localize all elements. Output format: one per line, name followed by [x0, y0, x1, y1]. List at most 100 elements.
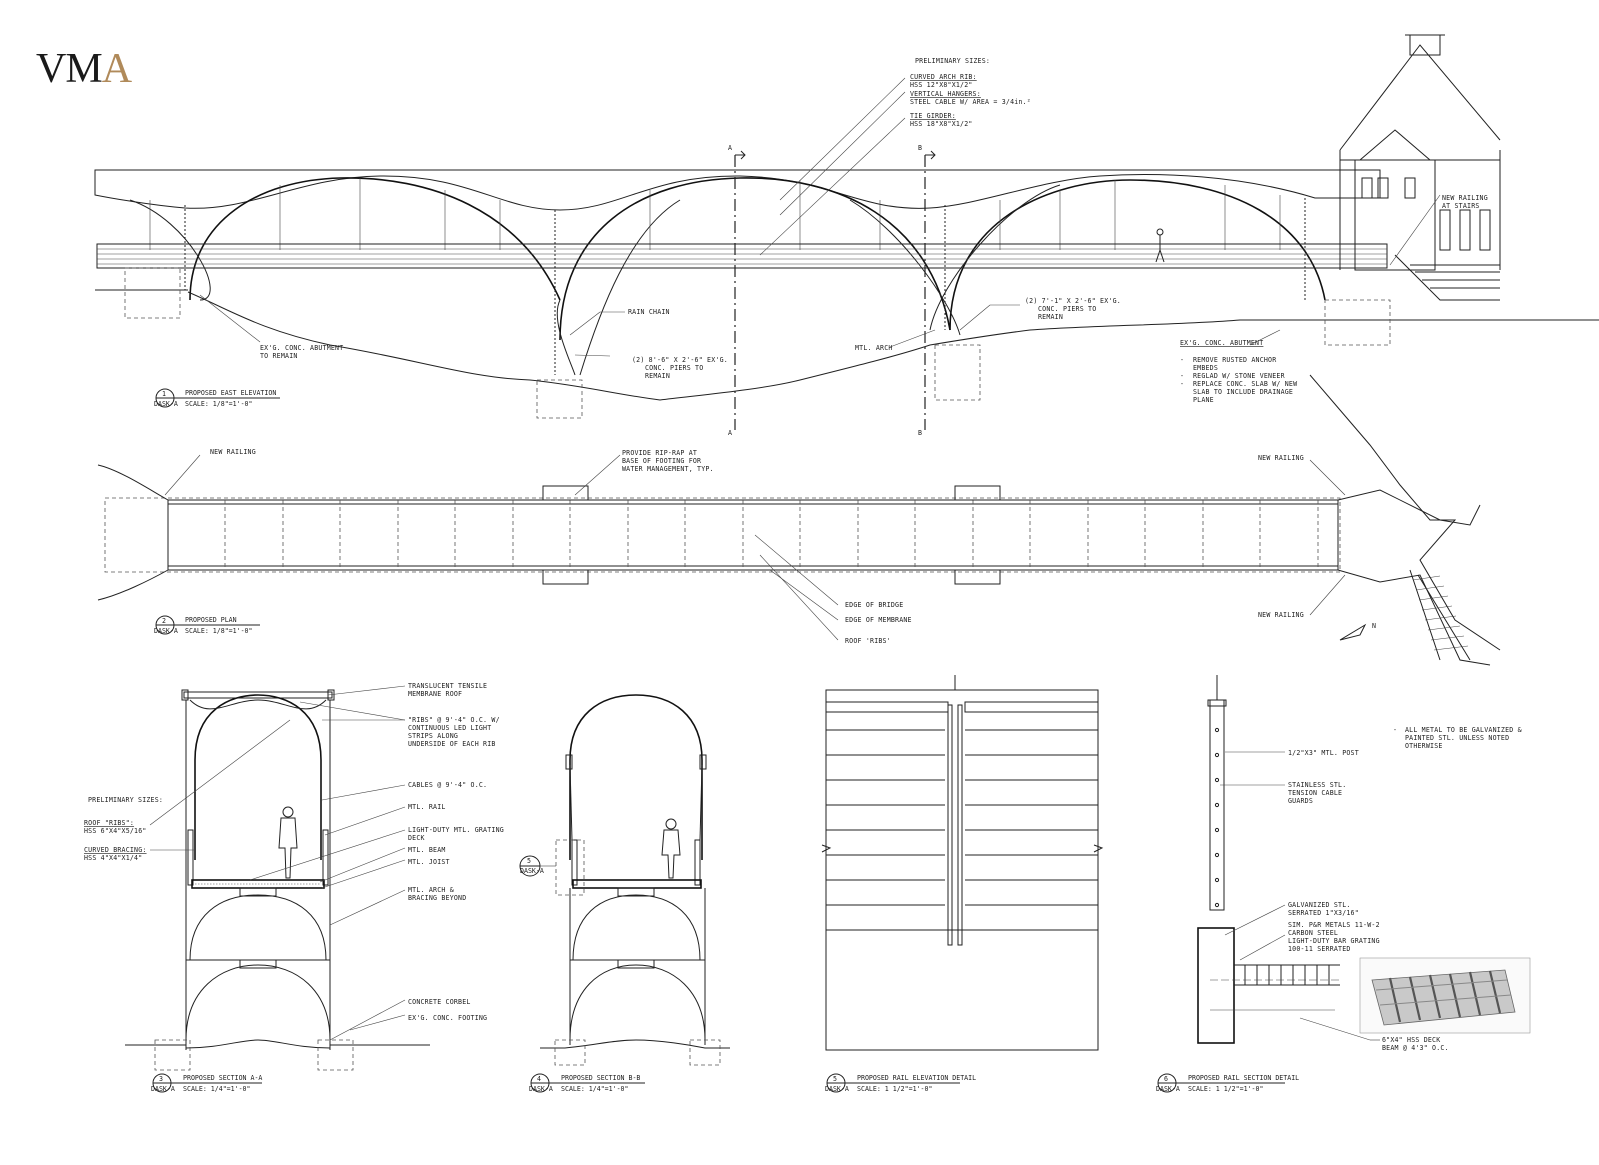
sa-ribs-0: "RIBS" @ 9'-4" O.C. W/: [408, 716, 500, 724]
elev-size-0-heading: CURVED ARCH RIB:: [910, 73, 977, 81]
grating-illustration: [1359, 957, 1531, 1034]
plan-right-landing: [1337, 489, 1491, 666]
north-arrow: [1339, 623, 1367, 641]
abutment-right-label: EX'G. CONC. ABUTMENT: [1180, 339, 1263, 347]
sa-arch-1: [189, 894, 327, 961]
svg-text:DASK-A: DASK-A: [529, 1085, 553, 1093]
title-block-5: 5 DASK-A PROPOSED RAIL ELEVATION DETAIL …: [825, 1073, 976, 1093]
plan-left-railings: [97, 464, 169, 601]
cut-arrow-a: [735, 150, 746, 160]
rs-sim-3: 100-11 SERRATED: [1288, 945, 1351, 953]
pier-left: [536, 379, 583, 419]
sb-callout-number: 5: [527, 857, 531, 865]
svg-text:SCALE: 1/8"=1'-0": SCALE: 1/8"=1'-0": [185, 627, 253, 635]
rs-galv-1: SERRATED 1"X3/16": [1288, 909, 1359, 917]
deck-railing: [96, 243, 1388, 269]
elev-size-2-value: HSS 18"X8"X1/2": [910, 120, 973, 128]
sa-corner-left: [181, 689, 189, 701]
railing-lines: [97, 248, 1387, 265]
abutment-right: [1324, 299, 1391, 346]
sa-membrane-0: TRANSLUCENT TENSILE: [408, 682, 487, 690]
railing-stairs-line-1: AT STAIRS: [1442, 202, 1480, 210]
piers-right-line-2: REMAIN: [1038, 313, 1063, 321]
arch-crossings-2: [849, 184, 1061, 336]
svg-text:3: 3: [159, 1075, 163, 1083]
plan-new-railing-bottom: NEW RAILING: [1258, 611, 1304, 619]
sa-roof-ribs-value: HSS 6"X4"X5/16": [84, 827, 147, 835]
abut-note-bullet-2: -: [1180, 380, 1184, 388]
edge-of-membrane-label: EDGE OF MEMBRANE: [845, 616, 912, 624]
cut-arrow-b: [925, 150, 936, 160]
sa-bracing-heading: CURVED BRACING:: [84, 846, 147, 854]
svg-text:SCALE: 1/8"=1'-0": SCALE: 1/8"=1'-0": [185, 400, 253, 408]
piers-left-line-2: REMAIN: [645, 372, 670, 380]
rip-rap-2: WATER MANAGEMENT, TYP.: [622, 465, 714, 473]
plan-site-line: [1309, 374, 1501, 651]
sb-footing-left: [554, 1039, 586, 1066]
rs-cable-0: STAINLESS STL.: [1288, 781, 1346, 789]
sa-ribs-1: CONTINUOUS LED LIGHT: [408, 724, 491, 732]
sa-footing-left: [154, 1039, 191, 1071]
general-note-1: PAINTED STL. UNLESS NOTED: [1405, 734, 1509, 742]
sa-ribs-2: STRIPS ALONG: [408, 732, 458, 740]
sb-corner-right: [699, 754, 707, 770]
abut-note-bullet-0: -: [1180, 356, 1184, 364]
arch-1: [189, 177, 561, 301]
elevation-leaders: [199, 77, 1441, 357]
sb-callout-sheet: DASK-A: [520, 867, 544, 875]
rs-cable-holes: [1214, 727, 1220, 908]
logo-dark: VM: [36, 46, 102, 92]
svg-text:SCALE: 1/4"=1'-0": SCALE: 1/4"=1'-0": [183, 1085, 251, 1093]
arch-2: [559, 177, 951, 341]
plan-stairs: [1409, 569, 1471, 661]
sb-arch: [569, 694, 703, 860]
logo-accent: A: [102, 46, 133, 92]
piers-left-line-0: (2) 8'-6" X 2'-6" EX'G.: [632, 356, 728, 364]
svg-text:VMA: VMA: [36, 46, 133, 92]
cut-mark-a-top: A: [728, 144, 732, 152]
sb-corner-left: [565, 754, 573, 770]
sa-mtl-joist: MTL. JOIST: [408, 858, 450, 866]
sa-arch-1: BRACING BEYOND: [408, 894, 466, 902]
elev-size-1-value: STEEL CABLE W/ AREA = 3/4in.²: [910, 98, 1031, 106]
title-block-2: 2 DASK-A PROPOSED PLAN SCALE: 1/8"=1'-0": [154, 615, 260, 635]
re-break-marks: [821, 844, 1104, 853]
plan-leaders: [164, 454, 1346, 641]
rs-cable-2: GUARDS: [1288, 797, 1313, 805]
abut-note-0: REMOVE RUSTED ANCHOR: [1193, 356, 1276, 364]
rs-sim-0: SIM. P&R METALS 11-W-2: [1288, 921, 1380, 929]
plan-stair-treads: [1412, 575, 1469, 651]
rail-elevation: 5 DASK-A PROPOSED RAIL ELEVATION DETAIL …: [821, 675, 1104, 1093]
title-block-4: 4 DASK-A PROPOSED SECTION B-B SCALE: 1/4…: [529, 1073, 645, 1093]
plan-pier-2a: [954, 485, 1001, 501]
sa-arch-2: [185, 964, 331, 1041]
abutment-left-line-1: TO REMAIN: [260, 352, 298, 360]
svg-text:PROPOSED RAIL SECTION DETAIL: PROPOSED RAIL SECTION DETAIL: [1188, 1074, 1299, 1082]
piers-right-line-1: CONC. PIERS TO: [1038, 305, 1096, 313]
abut-note-3: REPLACE CONC. SLAB W/ NEW: [1193, 380, 1297, 388]
sa-prelim-title: PRELIMINARY SIZES:: [88, 796, 163, 804]
general-note-2: OTHERWISE: [1405, 742, 1443, 750]
vma-logo: VMA: [36, 46, 134, 92]
svg-text:2: 2: [162, 617, 166, 625]
east-elevation: A A B B PRELIMINARY SIZES: CURVED ARCH R…: [94, 34, 1599, 437]
ground-line: [187, 291, 1599, 401]
svg-text:PROPOSED EAST ELEVATION: PROPOSED EAST ELEVATION: [185, 389, 276, 397]
rs-sim-2: LIGHT-DUTY BAR GRATING: [1288, 937, 1380, 945]
sa-footing: EX'G. CONC. FOOTING: [408, 1014, 487, 1022]
title-block-6: 6 DASK-A PROPOSED RAIL SECTION DETAIL SC…: [1156, 1073, 1299, 1093]
plan-pier-1b: [542, 569, 589, 585]
sb-arch-1: [572, 894, 701, 961]
sa-roof-ribs-heading: ROOF "RIBS":: [84, 819, 134, 827]
svg-text:SCALE: 1 1/2"=1'-0": SCALE: 1 1/2"=1'-0": [857, 1085, 932, 1093]
svg-text:SCALE: 1 1/2"=1'-0": SCALE: 1 1/2"=1'-0": [1188, 1085, 1263, 1093]
general-note-0: ALL METAL TO BE GALVANIZED &: [1405, 726, 1522, 734]
sb-deck: [572, 879, 702, 889]
piers-right-line-0: (2) 7'-1" X 2'-6" EX'G.: [1025, 297, 1121, 305]
svg-text:DASK-A: DASK-A: [154, 400, 178, 408]
elev-prelim-title: PRELIMINARY SIZES:: [915, 57, 990, 65]
svg-text:PROPOSED SECTION A-A: PROPOSED SECTION A-A: [183, 1074, 262, 1082]
sb-detail-callout-box: [555, 839, 585, 896]
